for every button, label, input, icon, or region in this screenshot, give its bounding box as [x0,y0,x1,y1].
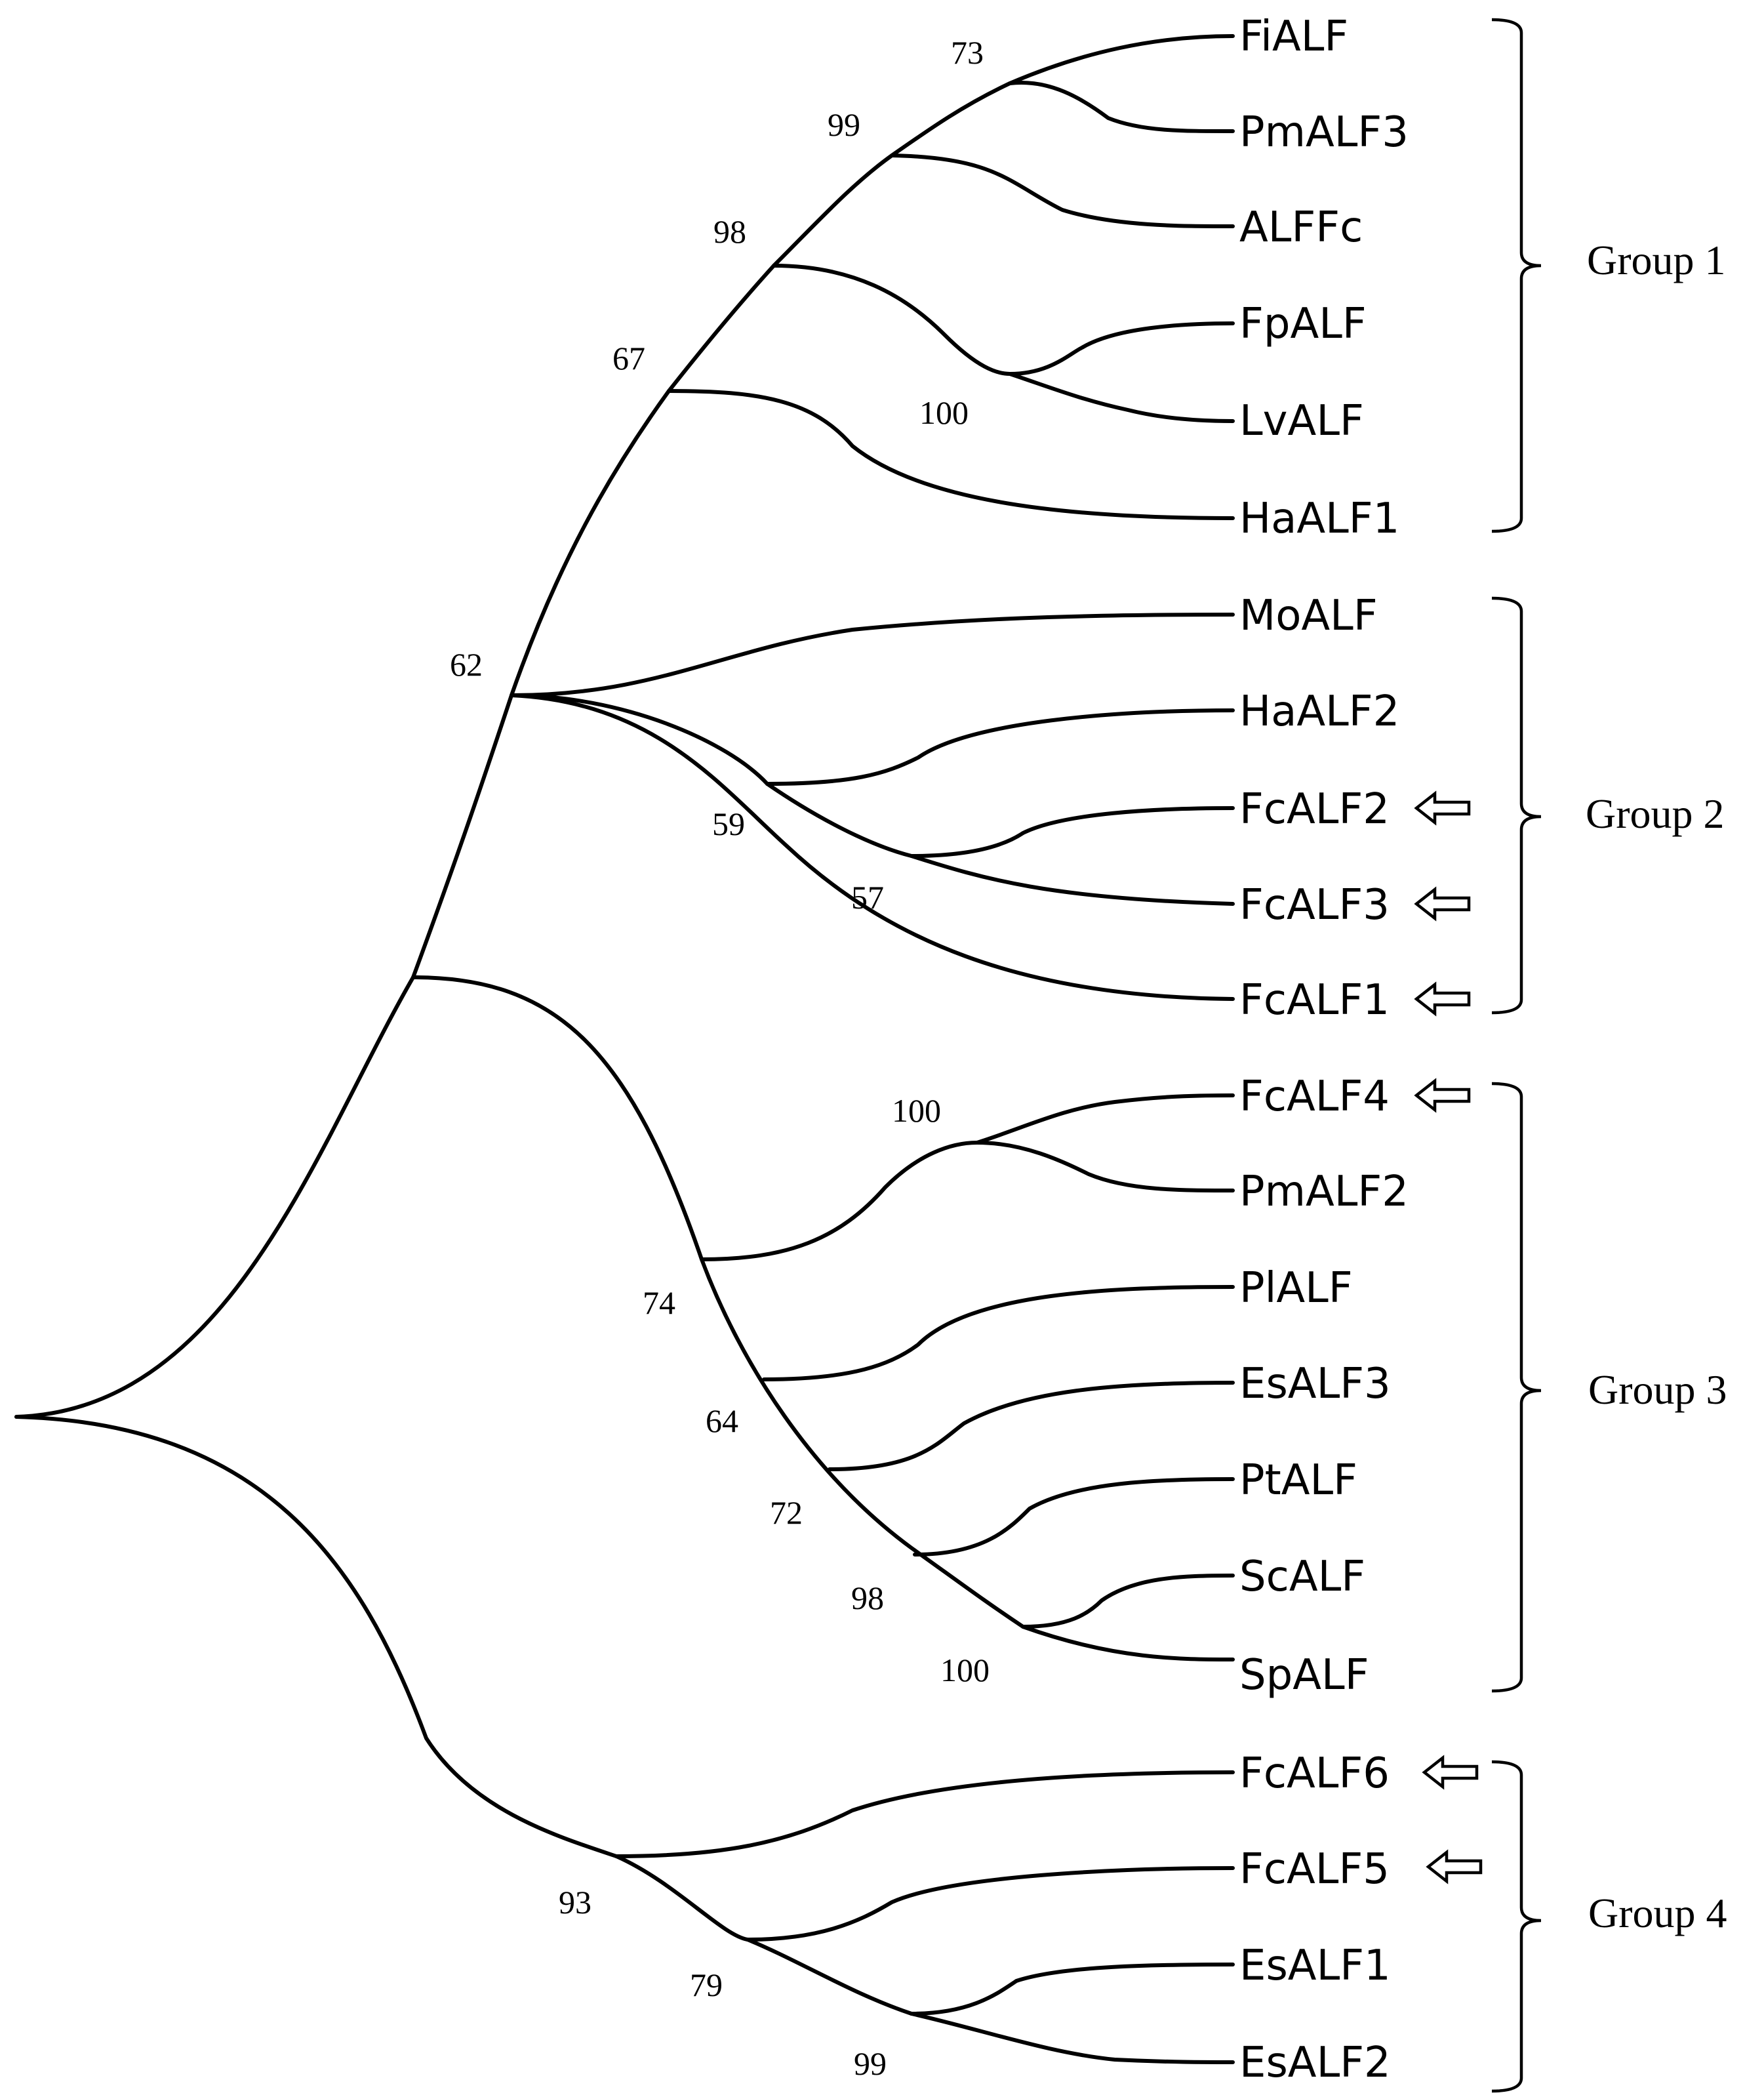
hollow-left-arrow-icon [1414,790,1471,826]
taxon-label: FiALF [1239,12,1348,61]
branch-lvalf [1008,372,1235,423]
bootstrap-value: 72 [770,1494,803,1531]
branch-haalf1 [667,389,1235,520]
hollow-left-arrow-icon [1414,981,1471,1017]
bootstrap-value: 93 [559,1884,591,1921]
branch-ptalf [913,1477,1235,1557]
hollow-left-arrow-icon [1414,886,1471,922]
group-labels: Group 1 Group 2 Group 3 Group 4 [1586,237,1727,1936]
bootstrap-labels: 73 99 98 100 67 62 59 57 100 74 64 72 98… [450,34,990,2082]
branch-backbone-upper [411,34,1235,979]
bootstrap-value: 98 [851,1579,884,1616]
branch-pmalf2 [975,1141,1235,1192]
branch-esalf1-2-clade [746,1938,913,2016]
bootstrap-value: 99 [854,2045,887,2082]
group-label: Group 1 [1587,237,1726,283]
bootstrap-value: 100 [940,1652,990,1688]
taxon-label: PmALF3 [1239,108,1409,157]
bootstrap-value: 79 [690,1966,723,2003]
branch-fcalf3 [910,854,1235,906]
taxon-label: PmALF2 [1239,1168,1409,1216]
taxon-label: PtALF [1239,1456,1357,1505]
taxon-label: FpALF [1239,300,1367,348]
hollow-left-arrow-icon [1422,1755,1479,1790]
group-label: Group 3 [1588,1366,1727,1413]
branch-fcalf1 [510,693,1235,1001]
group-1-bracket [1491,18,1542,533]
group-4-bracket [1491,1760,1542,2093]
branch-esalf3 [828,1381,1235,1471]
bootstrap-value: 98 [713,213,746,250]
branch-haalf2 [765,708,1235,786]
branch-backbone-lower [411,975,1235,1661]
taxon-label: FcALF6 [1239,1749,1390,1798]
taxon-label: FcALF1 [1239,976,1390,1025]
taxon-label: ScALF [1239,1553,1365,1601]
taxon-label: SpALF [1239,1651,1369,1700]
taxon-label: PlALF [1239,1264,1353,1313]
taxon-label: FcALF4 [1239,1072,1390,1121]
group-label: Group 4 [1588,1890,1727,1936]
taxon-labels: FiALF PmALF3 ALFFc FpALF LvALF HaALF1 Mo… [1239,12,1409,2087]
bootstrap-value: 74 [643,1284,675,1321]
branch-pmalf3 [1008,81,1235,133]
branch-scalf [1021,1574,1235,1629]
branch-group2-inner [510,693,769,786]
branch-fcalf2-3-clade [765,782,913,858]
bootstrap-value: 62 [450,646,483,683]
group-2-bracket [1491,596,1542,1015]
group-brackets [1491,18,1542,2093]
group-label: Group 2 [1586,790,1725,837]
bootstrap-value: 64 [706,1402,738,1439]
branch-moalf [510,613,1235,697]
branch-fcalf4 [975,1093,1235,1145]
bootstrap-value: 59 [712,805,745,842]
bootstrap-value: 57 [851,879,884,916]
branch-fcalf6 [614,1770,1235,1858]
branch-alffc [890,153,1235,228]
bootstrap-value: 99 [828,106,860,143]
taxon-label: HaALF1 [1239,495,1399,543]
taxon-label: EsALF2 [1239,2039,1391,2087]
bootstrap-value: 100 [892,1092,941,1129]
hollow-left-arrow-icon [1426,1849,1483,1884]
branch-root-upper [14,975,415,1419]
branch-fpalf [1008,321,1235,376]
branch-fp-lv-clade [772,264,1012,376]
branch-fcalf4-pmalf2-clade [700,1141,979,1261]
branch-root-lower [14,1415,618,1858]
tree-branches [14,34,1235,2064]
branch-fcalf2 [910,806,1235,858]
branch-group4-inner [614,1854,750,1942]
bootstrap-value: 73 [951,34,984,71]
taxon-label: LvALF [1239,397,1364,445]
branch-esalf2 [910,2012,1235,2064]
group-3-bracket [1491,1082,1542,1693]
branch-fcalf5 [746,1866,1235,1942]
taxon-label: EsALF3 [1239,1360,1391,1408]
taxon-label: FcALF2 [1239,785,1390,834]
taxon-label: HaALF2 [1239,687,1399,736]
taxon-label: EsALF1 [1239,1942,1391,1990]
branch-plalf [762,1285,1235,1381]
hollow-left-arrow-icon [1414,1078,1471,1113]
arrow-markers [1414,790,1483,1884]
bootstrap-value: 67 [612,340,645,377]
taxon-label: FcALF5 [1239,1845,1390,1894]
taxon-label: FcALF3 [1239,881,1390,929]
branch-esalf1 [910,1963,1235,2016]
taxon-label: ALFFc [1239,203,1363,252]
taxon-label: MoALF [1239,592,1378,640]
bootstrap-value: 100 [919,394,969,431]
